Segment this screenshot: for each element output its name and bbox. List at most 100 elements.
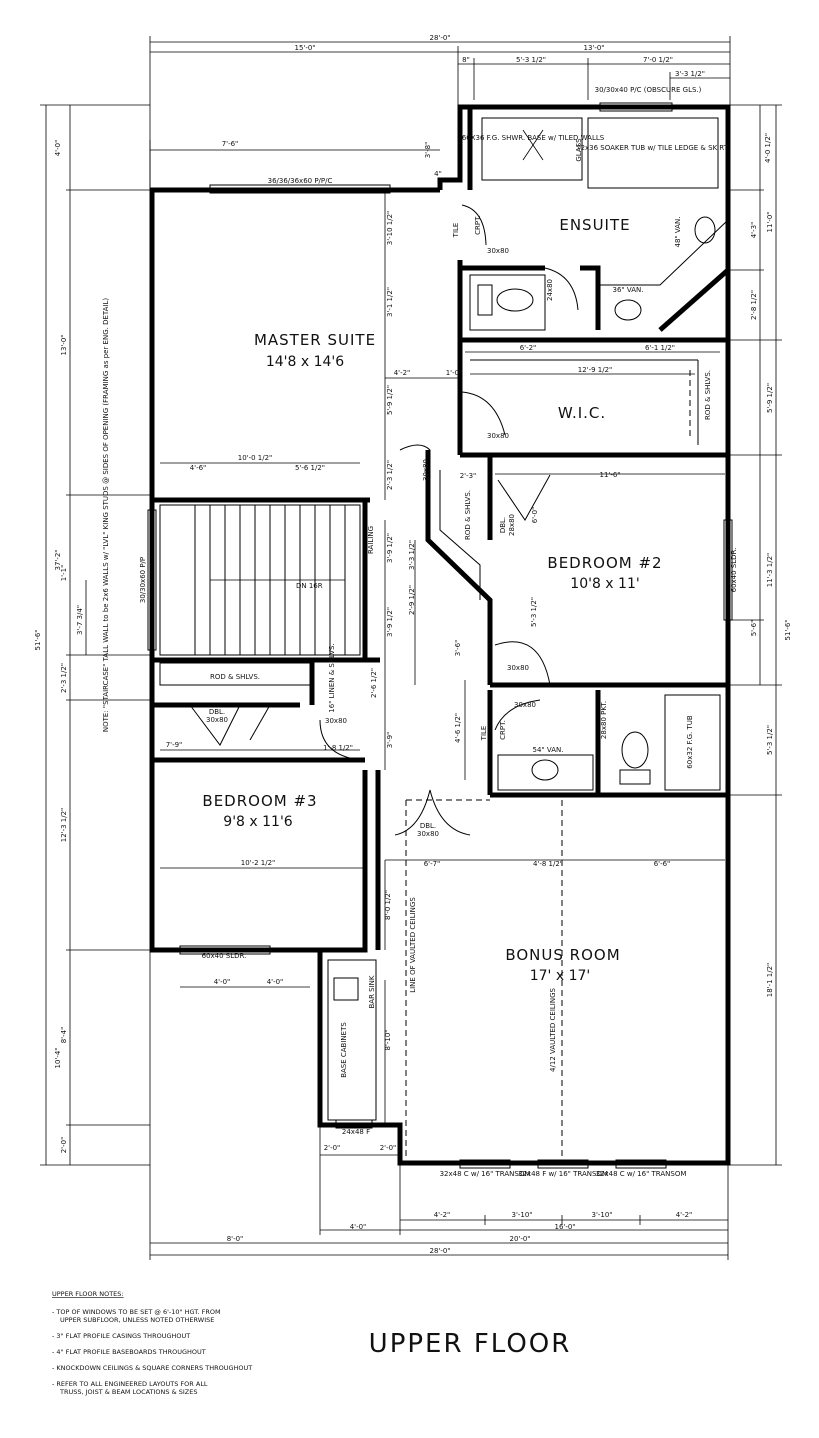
dim-8-10: 8'-10" <box>384 1029 392 1050</box>
master-window-label: 36/36/36x60 P/P/C <box>268 177 333 185</box>
dim-l-12-3-12: 12'-3 1/2" <box>60 808 68 843</box>
linen-label: 16" LINEN & SHLVS. <box>328 643 336 712</box>
stair-window-label: 30/30x60 P/P <box>139 557 147 603</box>
dim-6-0: 6'-0" <box>531 507 539 524</box>
bar-sink-label: BAR SINK <box>368 975 376 1008</box>
dim-b-28-0: 28'-0" <box>429 1247 450 1255</box>
dim-4-8-12: 4'-8 1/2" <box>533 860 563 868</box>
master-suite-size: 14'8 x 14'6 <box>266 354 344 370</box>
dim-7-6: 7'-6" <box>222 140 239 148</box>
dim-r-4-3: 4'-3" <box>750 222 758 239</box>
dim-l-4-0: 4'-0" <box>54 140 62 157</box>
glass-label: GLASS <box>575 138 583 162</box>
room-labels: MASTER SUITE 14'8 x 14'6 ENSUITE W.I.C. … <box>202 216 661 984</box>
bedroom-2-size: 10'8 x 11' <box>570 576 639 592</box>
dim-3-9: 3'-9" <box>386 732 394 749</box>
interior-dim-text: 7'-6" 3'-8" 4" 3'-10 1/2" 3'-1 1/2" 6'-2… <box>166 140 675 1152</box>
dim-r-5-6: 5'-6" <box>750 620 758 637</box>
dim-l-2-3-12: 2'-3 1/2" <box>60 663 68 693</box>
dim-5-6-12: 5'-6 1/2" <box>295 464 325 472</box>
van48-label: 48" VAN. <box>674 217 682 248</box>
fg-tub-label: 60x32 F.G. TUB <box>686 715 694 769</box>
dim-top-left: 15'-0" <box>294 44 315 52</box>
dim-3-1-12: 3'-1 1/2" <box>386 287 394 317</box>
left-dimensions: 4'-0" 13'-0" 1'-1" 37'-2" 3'-7 3/4" 2'-3… <box>34 104 151 1166</box>
bonus-room-name: BONUS ROOM <box>505 946 620 964</box>
dim-r-4-0-12: 4'-0 1/2" <box>764 133 772 163</box>
note-4: - KNOCKDOWN CEILINGS & SQUARE CORNERS TH… <box>52 1364 252 1372</box>
wic-rod-label: ROD & SHLVS. <box>704 370 712 420</box>
note-5b: TRUSS, JOIST & BEAM LOCATIONS & SIZES <box>59 1388 197 1396</box>
pkt-door-label: 28x80 PKT. <box>600 701 608 739</box>
dim-l-8-4: 8'-4" <box>60 1027 68 1044</box>
tile-label-2: TILE <box>480 726 488 742</box>
dim-8-0-12: 8'-0 1/2" <box>384 890 392 920</box>
dim-4-0b: 4'-0" <box>267 978 284 986</box>
ceiling-lines <box>405 370 691 1160</box>
dim-4-6-12: 4'-6 1/2" <box>454 713 462 743</box>
note-3: - 4" FLAT PROFILE BASEBOARDS THROUGHOUT <box>52 1348 206 1356</box>
dim-r-5-9-12: 5'-9 1/2" <box>766 383 774 413</box>
wic-name: W.I.C. <box>558 404 606 422</box>
dim-11-6: 11'-6" <box>599 471 620 479</box>
bed3-dbl-label: DBL. <box>209 708 225 716</box>
dim-3-6: 3'-6" <box>454 640 462 657</box>
dim-l-37-2: 37'-2" <box>54 549 62 570</box>
door-30x80-bed3: 30x80 <box>325 717 347 725</box>
door-30x80-wic: 30x80 <box>487 432 509 440</box>
bed2-dbl-label: DBL. <box>499 517 507 533</box>
dim-r-18-1-12: 18'-1 1/2" <box>766 963 774 998</box>
dim-b-16-0: 16'-0" <box>554 1223 575 1231</box>
dim-r-2-8-12: 2'-8 1/2" <box>750 290 758 320</box>
dim-top-right: 13'-0" <box>583 44 604 52</box>
dim-top-5312: 5'-3 1/2" <box>516 56 546 64</box>
dim-3-8: 3'-8" <box>424 142 432 159</box>
upper-floor-notes: UPPER FLOOR NOTES: - TOP OF WINDOWS TO B… <box>52 1290 252 1396</box>
dim-l-10-4: 10'-4" <box>54 1047 62 1068</box>
dn16r-label: DN 16R <box>296 582 323 590</box>
dim-b-4-2b: 4'-2" <box>676 1211 693 1219</box>
fixture-labels: 60X36 F.G. SHWR. BASE w/ TILED WALLS GLA… <box>102 86 738 1178</box>
ensuite-name: ENSUITE <box>559 216 630 234</box>
dim-10-2-12: 10'-2 1/2" <box>241 859 276 867</box>
door-swings <box>189 204 579 836</box>
dim-top-8: 8" <box>462 56 470 64</box>
dim-4-0a: 4'-0" <box>214 978 231 986</box>
bed2-dbl-size: 28x80 <box>508 514 516 536</box>
bonus-room-size: 17' x 17' <box>530 968 591 984</box>
tub-label: 72x36 SOAKER TUB w/ TILE LEDGE & SKIRT <box>576 144 728 152</box>
dim-l-3-7-34: 3'-7 3/4" <box>76 605 84 635</box>
note-1a: - TOP OF WINDOWS TO BE SET @ 6'-10" HGT.… <box>52 1308 221 1316</box>
fixtures <box>333 129 716 1001</box>
bed2-window-label: 60x40 SLDR. <box>730 548 738 593</box>
dim-r-51-6: 51'-6" <box>784 619 792 640</box>
dim-r-11-0: 11'-0" <box>766 211 774 232</box>
dim-1-8-12: 1'-8 1/2" <box>323 744 353 752</box>
dim-3-9-12a: 3'-9 1/2" <box>386 533 394 563</box>
page-title: UPPER FLOOR <box>369 1329 572 1359</box>
door-30x80-hall: 30x80 <box>422 459 430 481</box>
dim-b-4-0: 4'-0" <box>350 1223 367 1231</box>
win-b-label: 32x48 F w/ 16" TRANSOM <box>518 1170 608 1178</box>
stair-note: NOTE: "STAIRCASE" TALL WALL to be 2x6 WA… <box>102 298 110 732</box>
bottom-dimensions: 4'-2" 3'-10" 3'-10" 4'-2" 4'-0" 16'-0" 8… <box>149 950 729 1260</box>
railing-label: RAILING <box>367 526 375 554</box>
dim-6-6: 6'-6" <box>654 860 671 868</box>
dim-10-0-12: 10'-0 1/2" <box>238 454 273 462</box>
dim-2-3: 2'-3" <box>460 472 477 480</box>
dim-6-7: 6'-7" <box>424 860 441 868</box>
bed2-rod-label: ROD & SHLVS. <box>464 490 472 540</box>
door-24x80-label: 24x80 <box>546 279 554 301</box>
dim-4in: 4" <box>434 170 442 178</box>
dim-l-1-1: 1'-1" <box>60 565 68 582</box>
dim-1-0: 1'-0" <box>446 369 463 377</box>
win-24x48-label: 24x48 F <box>342 1128 370 1136</box>
staircase <box>159 500 368 660</box>
van54-label: 54" VAN. <box>533 746 564 754</box>
dim-5-9-12: 5'-9 1/2" <box>386 385 394 415</box>
dim-b-3-10b: 3'-10" <box>591 1211 612 1219</box>
dim-r-11-3-12: 11'-3 1/2" <box>766 553 774 588</box>
notes-heading: UPPER FLOOR NOTES: <box>52 1290 124 1298</box>
dim-3-9-12b: 3'-9 1/2" <box>386 607 394 637</box>
